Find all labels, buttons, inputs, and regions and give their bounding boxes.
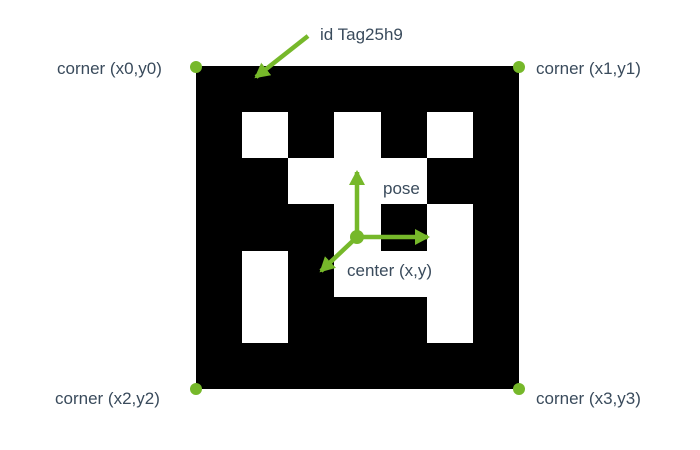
tag-cell-black (334, 342, 381, 389)
tag-cell-black (472, 296, 519, 343)
tag-cell-white (242, 112, 289, 159)
tag-cell-white (380, 158, 427, 205)
tag-cell-white (426, 204, 473, 251)
tag-cell-black (288, 296, 335, 343)
tag-cell-black (334, 66, 381, 113)
tag-cell-black (242, 158, 289, 205)
tag-cell-white (242, 250, 289, 297)
tag-cell-black (472, 112, 519, 159)
tag-cell-black (380, 66, 427, 113)
tag-cell-black (288, 250, 335, 297)
tag-cell-black (472, 342, 519, 389)
tag-cell-white (288, 158, 335, 205)
tag-cell-black (472, 158, 519, 205)
pose-label: pose (383, 179, 420, 198)
tag-cell-black (196, 112, 243, 159)
tag-cell-black (242, 342, 289, 389)
tag-cell-black (426, 158, 473, 205)
tag-cell-black (196, 342, 243, 389)
tag-cell-white (334, 204, 381, 251)
tag-cell-black (196, 66, 243, 113)
tag-cell-black (196, 296, 243, 343)
tag-cell-black (288, 204, 335, 251)
tag-cell-white (426, 296, 473, 343)
tag-cell-black (380, 112, 427, 159)
tag-cell-black (426, 66, 473, 113)
tag-cell-white (380, 250, 427, 297)
corner-label-x0y0: corner (x0,y0) (57, 59, 162, 78)
tag-cell-white (334, 112, 381, 159)
tag-cell-black (380, 204, 427, 251)
tag-cell-black (472, 204, 519, 251)
tag-cell-white (242, 296, 289, 343)
tag-cell-black (196, 158, 243, 205)
tag-cell-black (380, 342, 427, 389)
tag-cell-black (242, 66, 289, 113)
corner-label-x2y2: corner (x2,y2) (55, 389, 160, 408)
tag-cell-white (426, 112, 473, 159)
tag-cell-black (196, 250, 243, 297)
tag-cell-black (426, 342, 473, 389)
tag-cell-white (426, 250, 473, 297)
tag-cell-black (288, 66, 335, 113)
tag-cell-white (334, 158, 381, 205)
tag-cell-black (288, 112, 335, 159)
center-label: center (x,y) (347, 261, 433, 280)
corner-label-x3y3: corner (x3,y3) (536, 389, 641, 408)
apriltag-grid (196, 66, 519, 389)
tag-cell-black (380, 296, 427, 343)
tag-cell-black (196, 204, 243, 251)
corner-label-x1y1: corner (x1,y1) (536, 59, 641, 78)
tag-id-label: id Tag25h9 (320, 25, 403, 44)
tag-cell-black (472, 250, 519, 297)
tag-cell-black (242, 204, 289, 251)
tag-cell-black (288, 342, 335, 389)
tag-cell-black (472, 66, 519, 113)
tag-cell-black (334, 296, 381, 343)
